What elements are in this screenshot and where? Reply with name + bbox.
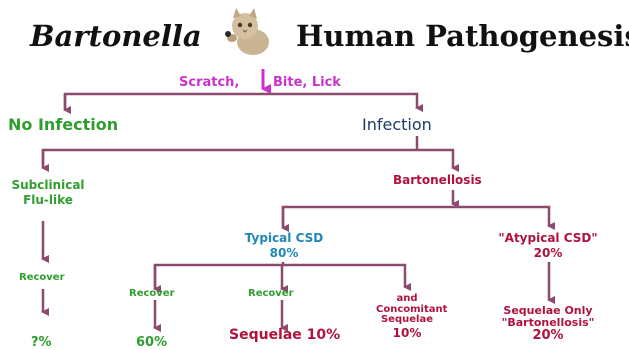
node-percent-60: 60% (136, 336, 167, 349)
node-recover-left: Recover (19, 273, 65, 283)
node-subclinical: Subclinical Flu-like (0, 179, 96, 206)
node-infection: Infection (362, 117, 432, 133)
cat-icon (223, 6, 275, 58)
node-sequelae-10: Sequelae 10% (229, 328, 340, 342)
label-scratch: Scratch, (179, 76, 239, 89)
node-recover-a: Recover (129, 289, 175, 299)
node-atypical-csd: "Atypical CSD" 20% (486, 232, 610, 259)
node-no-infection: No Infection (8, 117, 118, 133)
node-sequelae-only: Sequelae Only "Bartonellosis" 20% (486, 305, 610, 343)
node-typical-csd: Typical CSD 80% (228, 232, 340, 259)
title-human-pathogenesis: Human Pathogenesis (296, 22, 629, 51)
label-bite-lick: Bite, Lick (273, 76, 341, 89)
node-recover-b: Recover (248, 289, 294, 299)
node-bartonellosis: Bartonellosis (393, 174, 482, 186)
node-percent-unknown: ?% (31, 336, 52, 349)
title-bartonella: Bartonella (30, 22, 202, 51)
node-concomitant-sequelae: and Concomitant Sequelae 10% (376, 294, 438, 339)
